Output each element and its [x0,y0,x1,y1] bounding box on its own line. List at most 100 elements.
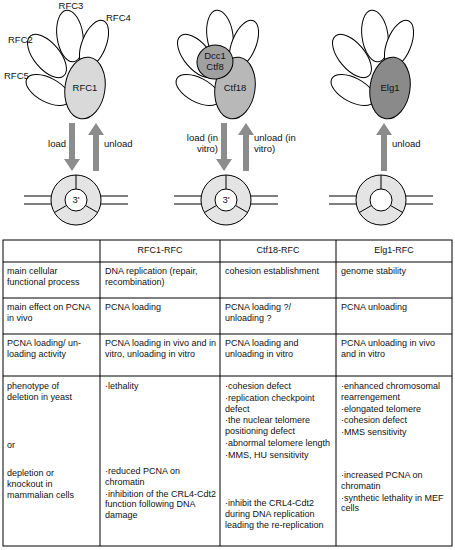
arrow-shaft [221,123,227,161]
bullet-list: ·lethality [105,381,217,393]
ring-outer [201,175,251,225]
bullet-item: ·abnormal telomere length [225,438,333,449]
subunit-label: Elg1 [380,83,399,94]
subunit-shape: RFC1 [64,56,106,120]
ring-divider [54,206,66,213]
ring-divider [359,206,371,213]
subunit-name: RFC5 [4,70,36,81]
arrow-shaft [93,133,99,171]
subunit-shape: Dcc1Ctf8 [196,44,234,80]
row-header: depletion or knockout in mammalian cells [7,468,92,500]
arrow-label: unload [104,138,144,149]
ring-divider [381,175,382,189]
ring-outer [356,175,406,225]
bullet-list: ·cohesion defect·replication checkpoint … [225,381,333,462]
unload-arrow-right [376,123,392,171]
load-arrow [64,123,80,171]
table-cell: PCNA unloading in vivo and in vitro [341,338,449,360]
ring-divider [226,175,227,189]
load-arrow [238,123,254,171]
ring-divider [76,175,77,189]
table-cell: PCNA unloading [341,302,449,313]
ring-inner [65,189,87,211]
pcna-ring: 3' [200,174,252,226]
bullet-item: ·inhibit the CRL4-Cdt2 during DNA replic… [225,498,333,530]
subunit-name: RFC4 [106,12,138,23]
subunit-name: RFC2 [8,34,40,45]
bullet-item: ·MMS sensitivity [341,427,449,438]
subunit-shape: Elg1 [369,56,411,120]
subunit-label: Ctf8 [206,62,223,73]
column-header: Elg1-RFC [336,245,452,256]
ring-divider [204,206,216,213]
subunit-label: Dcc1 [204,51,226,62]
table-rule [100,240,101,546]
subunit-ellipse [211,55,259,122]
row-header: PCNA loading/ un-loading activity [7,338,97,360]
table-rule [3,376,452,377]
table-cell: DNA replication (repair, recombination) [105,266,217,288]
bullet-item: ·lethality [105,381,217,392]
ring-outer [51,175,101,225]
arrow-head [216,159,232,171]
table-rule [3,298,452,299]
arrow-head [238,123,254,135]
bullet-item: ·reduced PCNA on chromatin [105,466,217,488]
column-header: Ctf18-RFC [220,245,336,256]
table-border [3,240,452,546]
table-cell: PCNA loading and unloading in vitro [225,338,333,360]
bullet-item: ·synthetic lethality in MEF cells [341,493,449,515]
bullet-item: ·increased PCNA on chromatin [341,470,449,492]
row-header: phenotype of deletion in yeast [7,381,92,403]
ring-divider [391,206,403,213]
table-rule [220,240,221,546]
arrow-shaft [243,133,249,171]
table-rule [336,240,337,546]
subunit-label: RFC1 [73,83,98,94]
table-cell: PCNA loading ?/ unloading ? [225,302,305,324]
bullet-item: ·cohesion defect [341,415,449,426]
bullet-item: ·inhibition of the CRL4-Cdt2 function fo… [105,489,217,521]
subunit-label: Ctf18 [224,83,247,94]
bullet-list: ·reduced PCNA on chromatin·inhibition of… [105,466,217,522]
bullet-item: ·elongated telomere [341,404,449,415]
subunit-label: 3' [72,195,79,206]
row-header: main cellular functional process [7,266,97,288]
load-arrow [216,123,232,171]
load-arrow [88,123,104,171]
table-rule [3,334,452,335]
ring-divider [236,206,248,213]
arrow-head [64,159,80,171]
subunit-name: RFC3 [56,0,86,11]
row-header: or [7,440,92,451]
table-rule [3,262,452,263]
arrow-label: load [26,138,66,149]
subunit-label: 3' [222,195,229,206]
bullet-list: ·inhibit the CRL4-Cdt2 during DNA replic… [225,498,333,531]
table-grid [3,240,452,546]
arrow-label: unload (in vitro) [254,132,306,155]
pcna-ring: 3' [50,174,102,226]
subunit-ellipse [366,55,414,122]
bullet-item: ·cohesion defect [225,381,333,392]
arrow-label: unload [392,138,436,149]
arrow-shaft [381,133,387,171]
arrow-head [88,123,104,135]
bullet-item: ·the nuclear telomere positioning defect [225,415,333,437]
arrow-shaft [69,123,75,161]
ring-inner [215,189,237,211]
bullet-item: ·enhanced chromosomal rearrengement [341,381,449,403]
bullet-list: ·increased PCNA on chromatin·synthetic l… [341,470,449,515]
arrow-label: load (in vitro) [170,132,218,155]
table-cell: PCNA loading in vivo and in vitro, unloa… [105,338,217,360]
table-cell: genome stability [341,266,449,277]
bullet-item: ·replication checkpoint defect [225,393,333,415]
bullet-list: ·enhanced chromosomal rearrengement·elon… [341,381,449,439]
ring-inner [370,189,392,211]
subunit-ellipse [61,55,109,122]
table-cell: cohesion establishment [225,266,333,277]
subunit-petal [325,28,378,85]
pcna-ring-right [356,175,406,225]
ring-divider [86,206,98,213]
